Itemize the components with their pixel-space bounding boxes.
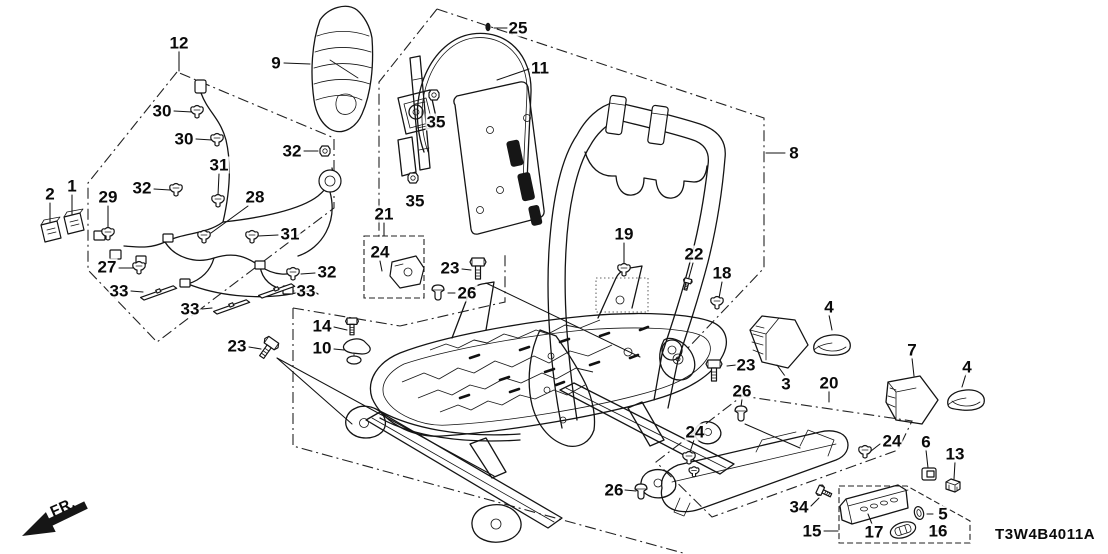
recline-cover-panel [312,6,373,131]
callout-3: 3 [780,374,792,394]
callout-21: 21 [373,204,395,224]
callout-14: 14 [311,316,333,336]
callout-9: 9 [270,53,282,73]
callout-33: 33 [179,299,201,319]
clip-icon-32 [169,182,183,197]
callout-5: 5 [937,504,949,524]
seat-back-frame [529,95,725,446]
clip-icon-30 [210,132,224,147]
clip-icon-24 [858,444,872,459]
clip-icon-19 [617,262,631,277]
screw-icon-34 [814,483,834,501]
callout-28: 28 [244,187,266,207]
cushion-side-trim [661,430,848,516]
pushpin-icon-26 [734,405,748,422]
diagram-code: T3W4B4011A [995,526,1096,543]
callout-10: 10 [311,338,333,358]
callout-32: 32 [316,262,338,282]
callout-24: 24 [369,242,391,262]
callout-4: 4 [961,357,973,377]
nut-icon-35 [428,89,440,101]
connector-icon-2 [40,216,62,243]
callout-23: 23 [735,355,757,375]
nut-icon-35 [407,172,419,184]
callout-1: 1 [66,176,78,196]
pushpin-icon-26 [431,284,445,301]
track-end-cover-icon [947,389,985,411]
grommet-icon-25 [485,22,491,32]
callout-7: 7 [906,340,918,360]
callout-20: 20 [818,373,840,393]
callout-26: 26 [731,381,753,401]
callout-11: 11 [530,58,550,78]
callout-35: 35 [425,112,447,132]
clip-icon-31 [211,193,225,208]
seat-back-board-assembly [398,33,544,234]
callout-31: 31 [279,224,301,244]
clip-icon-24 [682,450,696,465]
nut-icon-32 [319,145,331,157]
clip-icon-18 [710,295,724,310]
center-covers [750,316,985,424]
callout-23: 23 [226,336,248,356]
bracket-icon-10 [342,338,371,365]
clip-icon-13 [945,478,961,493]
switch-panel-assembly [840,485,925,541]
callout-16: 16 [927,521,949,541]
callout-35: 35 [404,191,426,211]
callout-19: 19 [613,224,635,244]
callout-33: 33 [108,281,130,301]
callout-13: 13 [944,444,966,464]
callout-6: 6 [920,432,932,452]
clip-icon-24 [688,466,700,478]
clip-icon-28 [197,229,211,244]
callout-23: 23 [439,258,461,278]
clip-icon-27 [132,260,146,275]
fr-direction-arrow [22,501,88,536]
callout-26: 26 [603,480,625,500]
clip-icon-32 [286,266,300,281]
callout-32: 32 [131,178,153,198]
pushpin-icon-26 [634,483,648,500]
callout-30: 30 [151,101,173,121]
callout-31: 31 [208,155,230,175]
bolt-icon-23 [705,359,723,382]
callout-33: 33 [295,281,317,301]
callout-22: 22 [683,244,705,264]
callout-2: 2 [44,184,56,204]
callout-30: 30 [173,129,195,149]
callout-27: 27 [96,257,118,277]
hardware-icons [40,22,961,501]
bolt-icon-23 [469,257,487,280]
latch-icon-24 [390,256,424,288]
callout-15: 15 [801,521,823,541]
connector-icon-1 [63,208,85,235]
seat-cushion-frame [346,266,734,542]
clip-icon-31 [245,229,259,244]
bolt-icon-14 [345,317,359,336]
callout-34: 34 [788,497,810,517]
callout-25: 25 [507,18,529,38]
callout-29: 29 [97,187,119,207]
callout-24: 24 [881,431,903,451]
callout-26: 26 [456,283,478,303]
callout-17: 17 [863,522,885,542]
callout-12: 12 [168,33,190,53]
callout-4: 4 [823,297,835,317]
callout-24: 24 [684,422,706,442]
strip-icon-33 [139,284,179,302]
callout-32: 32 [281,141,303,161]
callout-18: 18 [711,263,733,283]
track-end-cover-icon [813,334,851,356]
clip-icon-30 [190,104,204,119]
strip-icon-33 [212,298,252,316]
wiring-harness [94,80,341,297]
callout-8: 8 [788,143,800,163]
clip-icon-6 [921,467,937,481]
